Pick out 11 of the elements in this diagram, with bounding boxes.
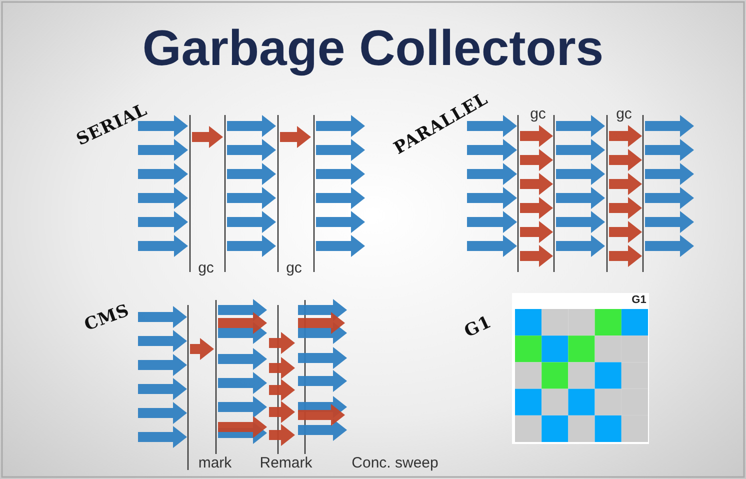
- phase-label: mark: [198, 454, 232, 472]
- phase-label: gc: [616, 106, 632, 122]
- grid-title: G1: [632, 294, 646, 306]
- phase-label: Remark: [260, 454, 312, 472]
- title: Garbage Collectors: [141, 19, 605, 78]
- section-title: CMS: [82, 300, 132, 336]
- phase-label: gc: [198, 260, 214, 276]
- phase-label: Conc. sweep: [352, 454, 438, 472]
- phase-label: gc: [530, 106, 546, 122]
- section-title: G1: [461, 312, 495, 342]
- phase-label: gc: [286, 260, 302, 276]
